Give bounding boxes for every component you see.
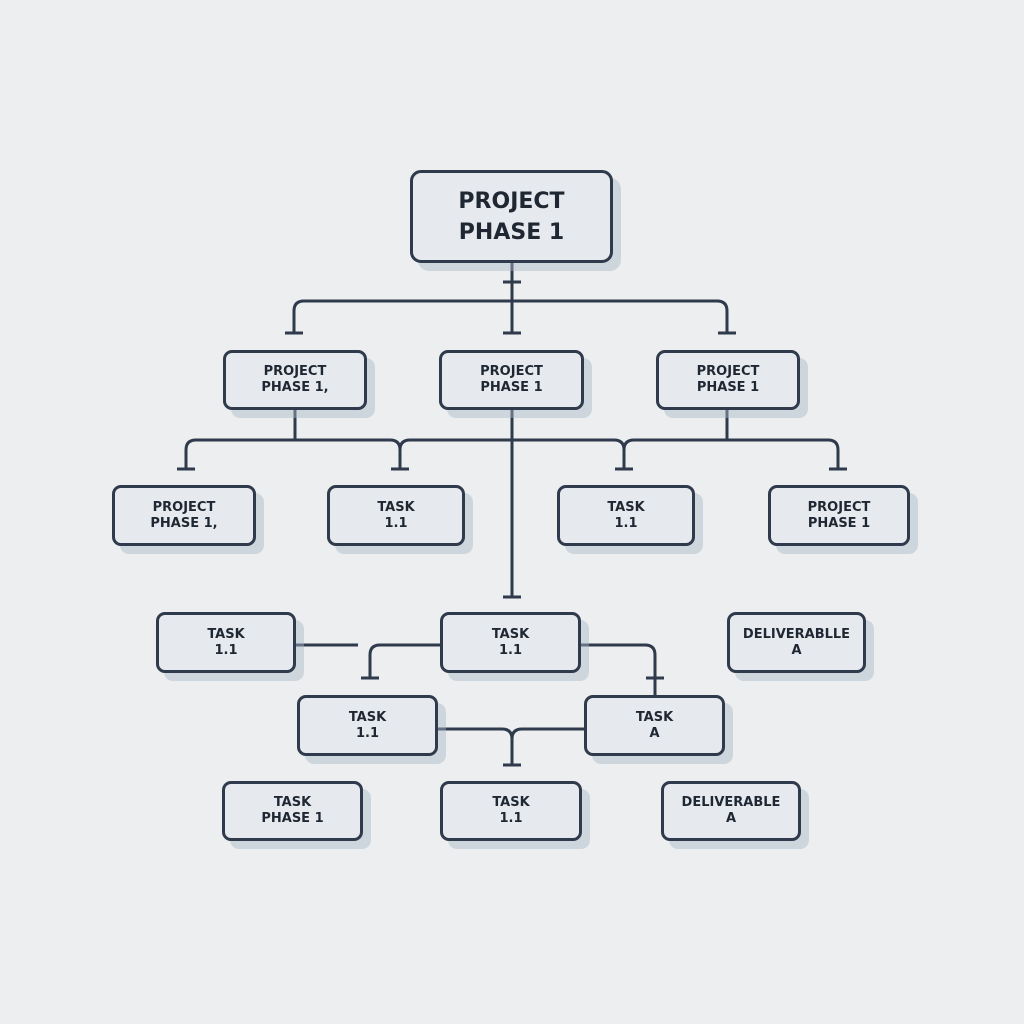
node-label: PHASE 1 [261,811,324,826]
node-label: TASK [348,709,387,725]
node-label: PROJECT [480,364,543,379]
node-label: 1.1 [355,725,379,741]
node-label: DELIVERABLE [681,795,781,810]
node-label: A [725,811,737,826]
node-label: TASK [207,626,245,642]
node-label: 1.1 [614,515,638,531]
node-label: PHASE 1 [480,380,543,395]
node-label: A [791,642,802,658]
connector-row3 [296,643,664,695]
node-label: PROJECT [807,499,871,515]
node-label: PHASE 1, [261,380,329,395]
node-label: PHASE 1 [458,219,565,245]
node-label: TASK [607,499,645,515]
node-label: PROJECT [458,188,565,214]
node-label: TASK [491,626,530,642]
node-label: 1.1 [384,515,408,531]
node-label: TASK [273,795,312,810]
connector-row4 [438,727,584,767]
node-label: 1.1 [498,642,522,658]
node-label: TASK [492,795,530,810]
node-label: PHASE 1 [696,380,760,395]
node-label: 1.1 [214,642,238,658]
node-label: PHASE 1, [150,515,218,531]
node-label: PHASE 1 [807,515,871,531]
connector-l1a [177,410,409,471]
node-label: TASK [635,709,674,725]
node-label: 1.1 [499,811,523,826]
node-label: A [649,725,660,741]
node-label: PROJECT [152,499,216,515]
node-root[interactable]: PROJECT PHASE 1 [410,170,613,263]
connector-root [285,263,736,335]
connector-l1c [398,410,847,471]
node-label: TASK [377,499,415,515]
node-label: PROJECT [263,364,327,379]
node-label: DELIVERABLLE [742,626,851,642]
node-label: PROJECT [696,364,760,379]
connector-center [503,410,521,599]
